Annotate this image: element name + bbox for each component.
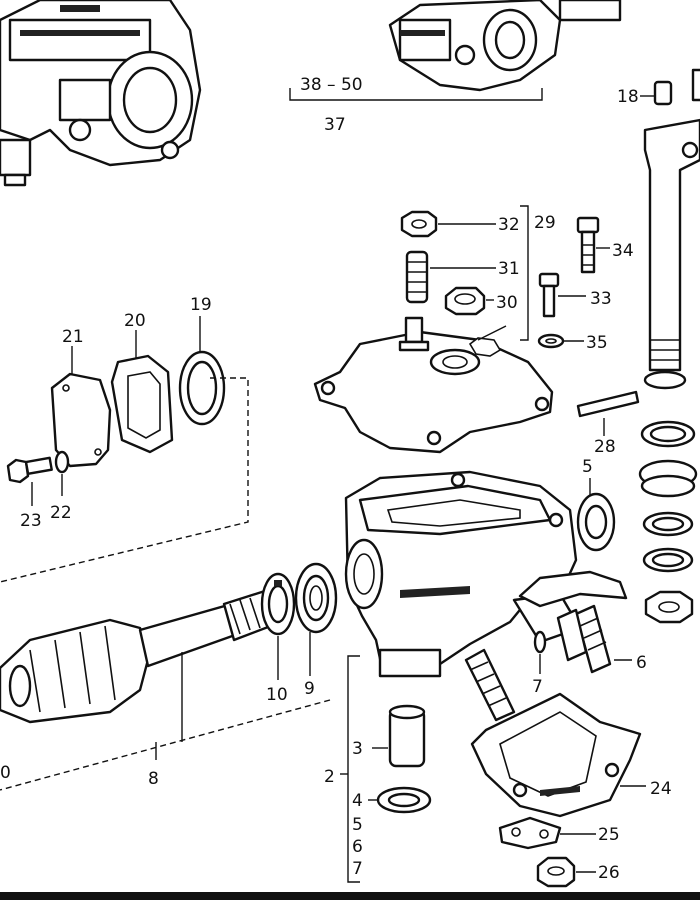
callout-26: 26 bbox=[598, 863, 620, 883]
right-seal-stack bbox=[638, 420, 698, 624]
lock-plate-25 bbox=[498, 816, 562, 850]
callout-3: 3 bbox=[352, 739, 363, 759]
plug-7-right bbox=[533, 630, 547, 654]
washer-35 bbox=[537, 333, 565, 349]
washer-22 bbox=[54, 450, 70, 474]
steering-box-housing bbox=[344, 470, 582, 678]
callout-5-lower: 5 bbox=[352, 815, 363, 835]
callout-25: 25 bbox=[598, 825, 620, 845]
callout-6-lower: 6 bbox=[352, 837, 363, 857]
clamp-24 bbox=[470, 692, 642, 818]
callout-34: 34 bbox=[612, 241, 634, 261]
saddle-bracket bbox=[518, 570, 628, 608]
bolt-34 bbox=[576, 216, 600, 274]
callout-37: 37 bbox=[324, 115, 346, 135]
callout-23: 23 bbox=[20, 511, 42, 531]
callout-8: 8 bbox=[148, 769, 159, 789]
pin-28 bbox=[576, 390, 640, 418]
callout-32: 32 bbox=[498, 215, 520, 235]
callout-31: 31 bbox=[498, 259, 520, 279]
top-cover bbox=[313, 316, 554, 454]
bolt-23 bbox=[6, 456, 53, 484]
callout-20: 20 bbox=[124, 311, 146, 331]
plug-30 bbox=[444, 286, 486, 316]
callout-30: 30 bbox=[496, 293, 518, 313]
bottom-border bbox=[0, 892, 700, 900]
bushing-3 bbox=[388, 704, 426, 768]
bolt-33 bbox=[538, 272, 560, 318]
callout-2: 2 bbox=[324, 767, 335, 787]
callout-10: 10 bbox=[266, 685, 288, 705]
seal-4 bbox=[376, 786, 432, 814]
callout-19: 19 bbox=[190, 295, 212, 315]
callout-5-right: 5 bbox=[582, 457, 593, 477]
seal-ring-19 bbox=[178, 350, 226, 426]
callout-28: 28 bbox=[594, 437, 616, 457]
adjuster-screw-31 bbox=[405, 250, 429, 304]
nut-32 bbox=[400, 210, 438, 238]
seal-5-right bbox=[576, 492, 616, 552]
locknut-10 bbox=[260, 572, 296, 636]
callout-21: 21 bbox=[62, 327, 84, 347]
callout-22: 22 bbox=[50, 503, 72, 523]
callout-4: 4 bbox=[352, 791, 363, 811]
worm-shaft bbox=[0, 588, 278, 724]
callout-33: 33 bbox=[590, 289, 612, 309]
callout-35: 35 bbox=[586, 333, 608, 353]
nut-18 bbox=[653, 68, 700, 106]
callout-7-right: 7 bbox=[532, 677, 543, 697]
callout-6-right: 6 bbox=[636, 653, 647, 673]
callout-29: 29 bbox=[534, 213, 556, 233]
bearing-9 bbox=[294, 562, 338, 634]
callout-0: 0 bbox=[0, 763, 11, 783]
upper-left-housing-assembly bbox=[0, 0, 202, 187]
callout-9: 9 bbox=[304, 679, 315, 699]
sector-shaft-column bbox=[643, 118, 700, 390]
spring-set-6 bbox=[464, 604, 612, 722]
nut-26 bbox=[536, 856, 576, 888]
callout-24: 24 bbox=[650, 779, 672, 799]
callout-18: 18 bbox=[617, 87, 639, 107]
callout-38-50: 38 – 50 bbox=[300, 75, 363, 95]
gasket-20 bbox=[110, 354, 174, 454]
callout-7-lower: 7 bbox=[352, 859, 363, 879]
upper-center-valve-assembly bbox=[388, 0, 622, 92]
